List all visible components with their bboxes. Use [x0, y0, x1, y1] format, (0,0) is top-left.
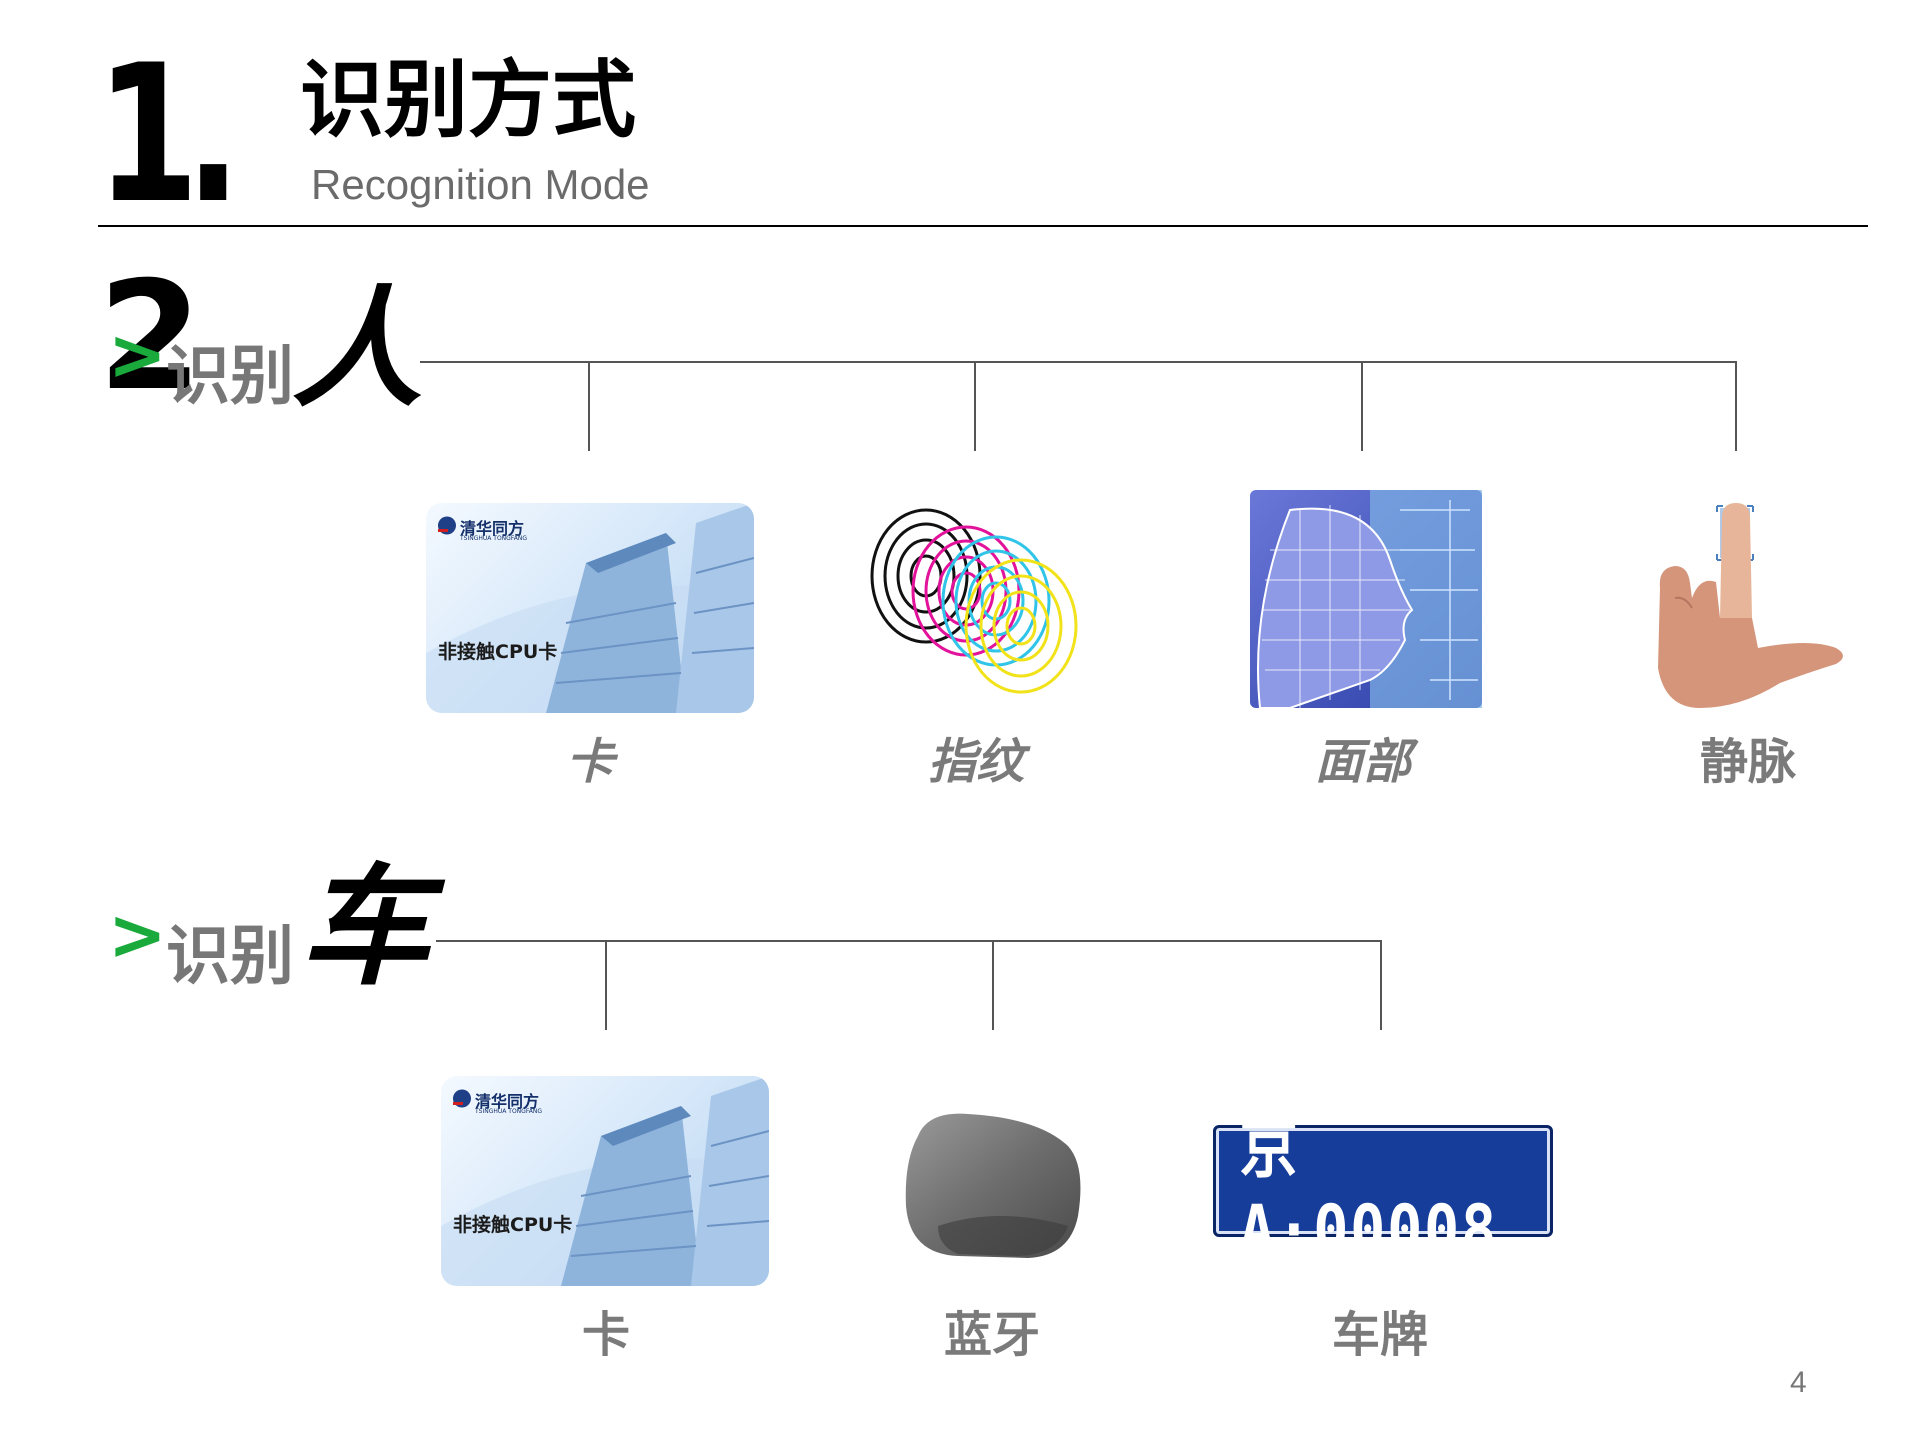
item-label-plate: 车牌: [1331, 1307, 1428, 1363]
item-label-bluetooth: 蓝牙: [943, 1307, 1040, 1363]
header-divider: [98, 225, 1868, 227]
bluetooth-tag-icon: [898, 1106, 1086, 1268]
card-brand-sub: TSINGHUA TONGFANG: [475, 1108, 542, 1115]
license-plate-icon: 京A·00008: [1213, 1109, 1553, 1270]
tree-branch-line: [420, 361, 1737, 363]
finger-vein-icon: [1640, 458, 1856, 720]
section-prefix: 识别: [166, 920, 294, 994]
section-keyword-vehicle: 车: [300, 850, 431, 1003]
cpu-card-icon: 清华同方 TSINGHUA TONGFANG 非接触CPU卡: [441, 1076, 769, 1286]
page-subtitle: Recognition Mode: [311, 161, 650, 208]
tree-branch-line: [436, 940, 1382, 942]
section-prefix: 识别: [166, 340, 294, 414]
cpu-card-icon: 清华同方 TSINGHUA TONGFANG 非接触CPU卡: [426, 503, 754, 713]
page-number: 4: [1790, 1366, 1807, 1399]
card-name: 非接触CPU卡: [453, 1214, 573, 1236]
tree-connector: [605, 940, 607, 1030]
tree-connector: [1735, 361, 1737, 451]
card-brand: 清华同方: [460, 519, 525, 538]
card-brand: 清华同方: [475, 1092, 540, 1111]
card-name: 非接触CPU卡: [438, 641, 558, 663]
item-label-fingerprint: 指纹: [927, 734, 1024, 790]
chevron-right-icon: >: [108, 894, 167, 976]
tree-connector: [1361, 361, 1363, 451]
section-keyword-person: 人: [292, 272, 423, 425]
plate-text: 京A·00008: [1239, 1109, 1498, 1270]
tree-connector: [588, 361, 590, 451]
tree-connector: [1380, 940, 1382, 1030]
item-label-face: 面部: [1314, 734, 1411, 790]
item-label-vein: 静脉: [1699, 734, 1796, 790]
item-label-card: 卡: [581, 1307, 630, 1363]
chevron-right-icon: >: [108, 314, 167, 396]
page-title: 识别方式: [300, 51, 637, 149]
section-number: 2: [98, 250, 203, 424]
slide-number: 1.: [96, 24, 241, 245]
card-brand-sub: TSINGHUA TONGFANG: [460, 535, 527, 542]
tree-connector: [992, 940, 994, 1030]
face-mesh-icon: [1250, 490, 1482, 709]
tree-connector: [974, 361, 976, 451]
fingerprint-icon: [856, 496, 1092, 716]
item-label-card: 卡: [565, 734, 614, 790]
